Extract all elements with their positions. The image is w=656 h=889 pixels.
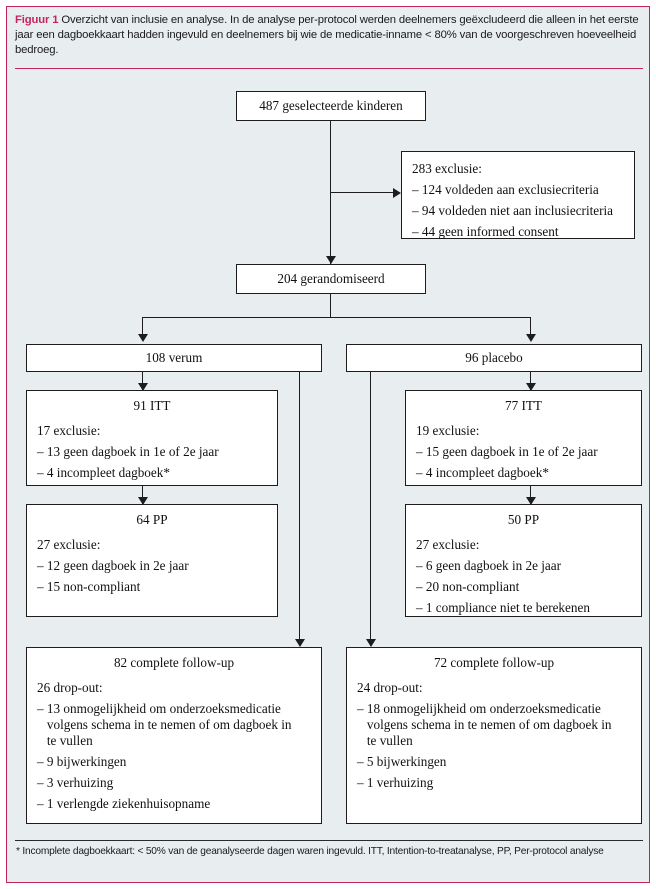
node-verum-itt-line-0: – 13 geen dagboek in 1e of 2e jaar [37, 444, 219, 459]
arrowhead-excluded [393, 188, 401, 198]
node-verum-pp-line-1: – 15 non-compliant [37, 579, 141, 594]
node-excluded-header: 283 exclusie: [412, 161, 482, 176]
connector-to-verum [142, 317, 143, 340]
node-verum-group: 108 verum [26, 344, 322, 372]
node-placebo-pp-body: 27 exclusie: – 6 geen dagboek in 2e jaar… [406, 528, 641, 616]
node-placebo-group-label: 96 placebo [465, 350, 523, 365]
connector-placebo-itt-to-pp [530, 486, 531, 504]
arrowhead-placebo-followup [366, 639, 376, 647]
node-placebo-pp-subheader: 27 exclusie: [416, 537, 480, 552]
node-placebo-pp-header: 50 PP [507, 512, 540, 527]
node-verum-followup-subheader: 26 drop-out: [37, 680, 103, 695]
node-placebo-itt-header: 77 ITT [505, 398, 542, 413]
connector-placebo-to-itt [530, 372, 531, 390]
node-excluded-line-1: – 94 voldeden niet aan inclusiecriteria [412, 203, 614, 218]
node-verum-followup-body: 26 drop-out: – 13 onmogelijkheid om onde… [27, 671, 321, 812]
node-verum-pp: 64 PP 27 exclusie: – 12 geen dagboek in … [26, 504, 278, 617]
arrowhead-randomised [326, 256, 336, 264]
node-excluded-body: 283 exclusie: – 124 voldeden aan exclusi… [402, 152, 634, 240]
arrowhead-placebo-group [526, 334, 536, 342]
node-excluded-line-0: – 124 voldeden aan exclusiecriteria [412, 182, 599, 197]
node-screened-label: 487 geselecteerde kinderen [259, 98, 403, 113]
connector-verum-bypass-followup [299, 372, 300, 646]
node-verum-followup: 82 complete follow-up 26 drop-out: – 13 … [26, 647, 322, 824]
connector-verum-to-itt [142, 372, 143, 390]
node-placebo-pp-line-1: – 20 non-compliant [416, 579, 520, 594]
caption-divider [15, 68, 643, 69]
node-randomised: 204 gerandomiseerd [236, 264, 426, 294]
node-placebo-followup-line-0: – 18 onmogelijkheid om onderzoeksmedicat… [357, 701, 612, 748]
node-placebo-itt-line-0: – 15 geen dagboek in 1e of 2e jaar [416, 444, 598, 459]
node-verum-group-label: 108 verum [145, 350, 203, 365]
node-placebo-followup-line-1: – 5 bijwerkingen [357, 754, 447, 769]
arrowhead-verum-itt [138, 383, 148, 391]
node-placebo-followup-header: 72 complete follow-up [433, 655, 555, 670]
arrowhead-verum-pp [138, 497, 148, 505]
arrowhead-placebo-pp [526, 497, 536, 505]
node-verum-itt-line-1: – 4 incompleet dagboek* [37, 465, 170, 480]
node-placebo-pp-line-2: – 1 compliance niet te berekenen [416, 600, 590, 615]
footnote-text: * Incomplete dagboekkaart: < 50% van de … [16, 846, 604, 857]
node-verum-itt-body: 17 exclusie: – 13 geen dagboek in 1e of … [27, 414, 277, 481]
node-excluded-line-2: – 44 geen informed consent [412, 224, 559, 239]
node-placebo-itt-subheader: 19 exclusie: [416, 423, 480, 438]
node-placebo-followup-body: 24 drop-out: – 18 onmogelijkheid om onde… [347, 671, 641, 791]
connector-placebo-bypass-followup [370, 372, 371, 646]
figure-panel: Figuur 1 Overzicht van inclusie en analy… [6, 6, 650, 883]
figure-caption: Figuur 1 Overzicht van inclusie en analy… [15, 13, 641, 59]
arrowhead-placebo-itt [526, 383, 536, 391]
node-verum-itt: 91 ITT 17 exclusie: – 13 geen dagboek in… [26, 390, 278, 486]
node-verum-pp-line-0: – 12 geen dagboek in 2e jaar [37, 558, 189, 573]
node-placebo-itt: 77 ITT 19 exclusie: – 15 geen dagboek in… [405, 390, 642, 486]
node-placebo-followup-subheader: 24 drop-out: [357, 680, 423, 695]
connector-verum-itt-to-pp [142, 486, 143, 504]
node-placebo-itt-line-1: – 4 incompleet dagboek* [416, 465, 549, 480]
connector-randomised-stem [330, 294, 331, 317]
node-verum-followup-line-1: – 9 bijwerkingen [37, 754, 127, 769]
node-randomised-label: 204 gerandomiseerd [277, 271, 385, 286]
node-placebo-followup: 72 complete follow-up 24 drop-out: – 18 … [346, 647, 642, 824]
node-placebo-itt-body: 19 exclusie: – 15 geen dagboek in 1e of … [406, 414, 641, 481]
footnote-divider [15, 840, 643, 841]
connector-to-placebo [530, 317, 531, 340]
node-verum-pp-body: 27 exclusie: – 12 geen dagboek in 2e jaa… [27, 528, 277, 595]
arrowhead-verum-group [138, 334, 148, 342]
node-excluded: 283 exclusie: – 124 voldeden aan exclusi… [401, 151, 635, 239]
figure-caption-text: Overzicht van inclusie en analyse. In de… [15, 14, 639, 57]
arrowhead-verum-followup [295, 639, 305, 647]
node-placebo-pp-line-0: – 6 geen dagboek in 2e jaar [416, 558, 562, 573]
figure-label: Figuur 1 [15, 14, 59, 26]
node-verum-itt-subheader: 17 exclusie: [37, 423, 101, 438]
connector-to-excluded [330, 192, 397, 193]
node-verum-followup-line-0: – 13 onmogelijkheid om onderzoeksmedicat… [37, 701, 292, 748]
connector-arm-split [142, 317, 530, 318]
node-verum-itt-header: 91 ITT [133, 398, 171, 413]
node-placebo-group: 96 placebo [346, 344, 642, 372]
node-verum-followup-header: 82 complete follow-up [113, 655, 235, 670]
node-verum-followup-line-3: – 1 verlengde ziekenhuisopname [37, 796, 211, 811]
node-placebo-pp: 50 PP 27 exclusie: – 6 geen dagboek in 2… [405, 504, 642, 617]
node-screened: 487 geselecteerde kinderen [236, 91, 426, 121]
node-verum-pp-header: 64 PP [136, 512, 168, 527]
node-verum-followup-line-2: – 3 verhuizing [37, 775, 114, 790]
node-verum-pp-subheader: 27 exclusie: [37, 537, 101, 552]
node-placebo-followup-line-2: – 1 verhuizing [357, 775, 434, 790]
